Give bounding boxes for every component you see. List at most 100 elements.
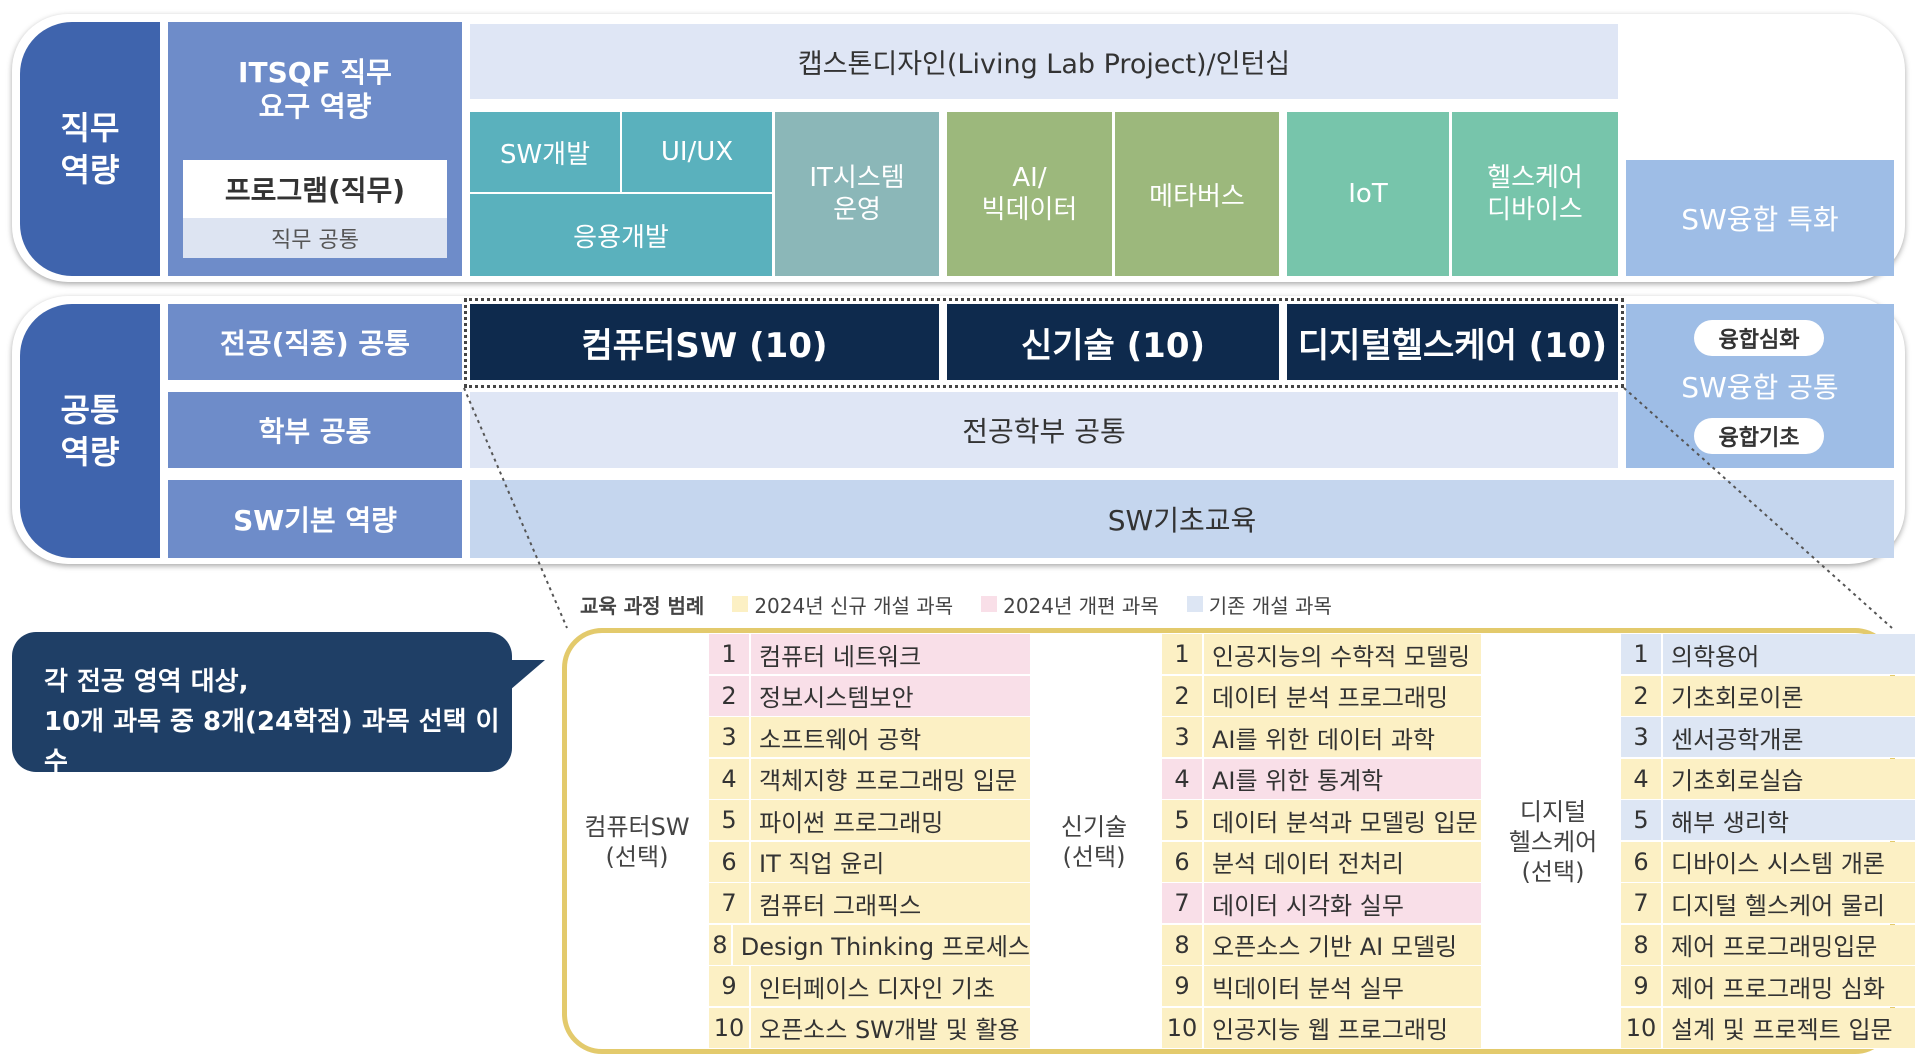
metaverse-box: 메타버스 bbox=[1115, 112, 1279, 276]
legend-swatch-existing bbox=[1186, 596, 1203, 612]
course-number: 6 bbox=[1621, 841, 1663, 882]
course-number: 1 bbox=[1162, 634, 1204, 674]
legend-new: 2024년 신규 개설 과목 bbox=[754, 593, 954, 618]
course-row: 1 인공지능의 수학적 모델링 bbox=[1162, 634, 1481, 675]
course-row: 5 파이썬 프로그래밍 bbox=[709, 800, 1030, 841]
course-row: 6 디바이스 시스템 개론 bbox=[1621, 841, 1915, 883]
course-name: 설계 및 프로젝트 입문 bbox=[1671, 1016, 1893, 1044]
healthcare-device-box: 헬스케어 디바이스 bbox=[1452, 112, 1618, 276]
legend-existing: 기존 개설 과목 bbox=[1208, 593, 1332, 618]
program-job-label: 프로그램(직무) bbox=[183, 160, 447, 218]
course-number: 2 bbox=[1162, 675, 1204, 716]
legend-swatch-revised bbox=[981, 596, 998, 612]
course-name: 컴퓨터 그래픽스 bbox=[759, 891, 922, 920]
course-row: 2 데이터 분석 프로그래밍 bbox=[1162, 675, 1481, 717]
course-name: 디바이스 시스템 개론 bbox=[1671, 850, 1885, 878]
course-number: 9 bbox=[1621, 966, 1663, 1006]
course-number: 3 bbox=[1621, 717, 1663, 757]
course-name: 빅데이터 분석 실무 bbox=[1212, 974, 1404, 1003]
legend-swatch-new bbox=[732, 596, 749, 612]
course-number: 7 bbox=[709, 883, 751, 923]
sw-convergence-special-box: SW융합 특화 bbox=[1626, 160, 1894, 276]
course-row: 4 객체지향 프로그래밍 입문 bbox=[709, 758, 1030, 800]
course-name: 인공지능 웹 프로그래밍 bbox=[1212, 1016, 1449, 1044]
course-number: 4 bbox=[709, 758, 751, 799]
course-name: AI를 위한 통계학 bbox=[1212, 767, 1384, 795]
track-digital-healthcare: 디지털헬스케어 (10) bbox=[1287, 304, 1618, 380]
course-number: 10 bbox=[1162, 1007, 1204, 1048]
course-name: 컴퓨터 네트워크 bbox=[759, 642, 922, 671]
course-name: Design Thinking 프로세스 bbox=[740, 933, 1030, 961]
course-row: 7 디지털 헬스케어 물리 bbox=[1621, 883, 1915, 924]
course-name: AI를 위한 데이터 과학 bbox=[1212, 725, 1436, 754]
legend-title: 교육 과정 범례 bbox=[580, 593, 705, 618]
course-name: 데이터 분석 프로그래밍 bbox=[1212, 684, 1449, 712]
sw-basic-edu-bar: SW기초교육 bbox=[470, 480, 1894, 558]
major-common-label: 전공(직종) 공통 bbox=[168, 304, 462, 380]
course-name: 오픈소스 기반 AI 모델링 bbox=[1212, 933, 1458, 961]
course-row: 1 컴퓨터 네트워크 bbox=[709, 634, 1030, 675]
course-name: 해부 생리학 bbox=[1671, 808, 1790, 837]
course-name: 객체지향 프로그래밍 입문 bbox=[759, 767, 1018, 795]
table-group-label: 디지털 헬스케어 (선택) bbox=[1508, 797, 1598, 886]
course-number: 5 bbox=[709, 800, 751, 840]
course-number: 8 bbox=[1162, 924, 1204, 965]
course-number: 5 bbox=[1621, 800, 1663, 840]
course-row: 6 IT 직업 윤리 bbox=[709, 841, 1030, 883]
course-row: 9 인터페이스 디자인 기초 bbox=[709, 966, 1030, 1007]
course-name: IT 직업 윤리 bbox=[759, 850, 885, 878]
course-number: 10 bbox=[1621, 1007, 1663, 1048]
course-row: 6 분석 데이터 전처리 bbox=[1162, 841, 1481, 883]
course-name: 분석 데이터 전처리 bbox=[1212, 850, 1404, 878]
course-number: 1 bbox=[1621, 634, 1663, 674]
ai-bigdata-box: AI/ 빅데이터 bbox=[947, 112, 1112, 276]
fusion-deep-pill: 융합심화 bbox=[1694, 320, 1824, 356]
course-row: 2 정보시스템보안 bbox=[709, 675, 1030, 717]
course-name: 기초회로실습 bbox=[1671, 767, 1804, 795]
course-name: 파이썬 프로그래밍 bbox=[759, 808, 944, 837]
capstone-banner: 캡스톤디자인(Living Lab Project)/인턴십 bbox=[470, 24, 1618, 99]
course-row: 9 제어 프로그래밍 심화 bbox=[1621, 966, 1915, 1007]
course-name: 인터페이스 디자인 기초 bbox=[759, 974, 996, 1003]
course-row: 8 오픈소스 기반 AI 모델링 bbox=[1162, 924, 1481, 966]
course-number: 2 bbox=[1621, 675, 1663, 716]
course-name: 디지털 헬스케어 물리 bbox=[1671, 891, 1885, 920]
course-name: 오픈소스 SW개발 및 활용 bbox=[759, 1016, 1020, 1044]
applied-dev-box: 응용개발 bbox=[470, 194, 772, 276]
course-number: 9 bbox=[709, 966, 751, 1006]
course-name: 인공지능의 수학적 모델링 bbox=[1212, 642, 1471, 671]
course-number: 4 bbox=[1162, 758, 1204, 799]
course-number: 5 bbox=[1162, 800, 1204, 840]
course-number: 6 bbox=[1162, 841, 1204, 882]
sw-dev-box: SW개발 bbox=[470, 112, 620, 192]
course-name: 의학용어 bbox=[1671, 642, 1760, 671]
course-number: 8 bbox=[709, 924, 733, 965]
major-dept-common-bar: 전공학부 공통 bbox=[470, 392, 1618, 468]
course-number: 10 bbox=[709, 1007, 751, 1048]
course-name: 제어 프로그래밍입문 bbox=[1671, 933, 1878, 961]
selection-callout: 각 전공 영역 대상, 10개 과목 중 8개(24학점) 과목 선택 이수 bbox=[12, 632, 512, 777]
course-row: 1 의학용어 bbox=[1621, 634, 1915, 675]
course-row: 10 인공지능 웹 프로그래밍 bbox=[1162, 1007, 1481, 1049]
course-number: 6 bbox=[709, 841, 751, 882]
course-number: 2 bbox=[709, 675, 751, 716]
course-name: 정보시스템보안 bbox=[759, 684, 914, 712]
course-number: 1 bbox=[709, 634, 751, 674]
course-number: 7 bbox=[1621, 883, 1663, 923]
legend-revised: 2024년 개편 과목 bbox=[1003, 593, 1159, 618]
table-group-label: 신기술 (선택) bbox=[1060, 812, 1128, 871]
course-row: 10 오픈소스 SW개발 및 활용 bbox=[709, 1007, 1030, 1049]
course-name: 소프트웨어 공학 bbox=[759, 725, 922, 754]
course-name: 데이터 시각화 실무 bbox=[1212, 891, 1404, 920]
dept-common-label: 학부 공통 bbox=[168, 392, 462, 468]
course-name: 제어 프로그래밍 심화 bbox=[1671, 974, 1885, 1003]
